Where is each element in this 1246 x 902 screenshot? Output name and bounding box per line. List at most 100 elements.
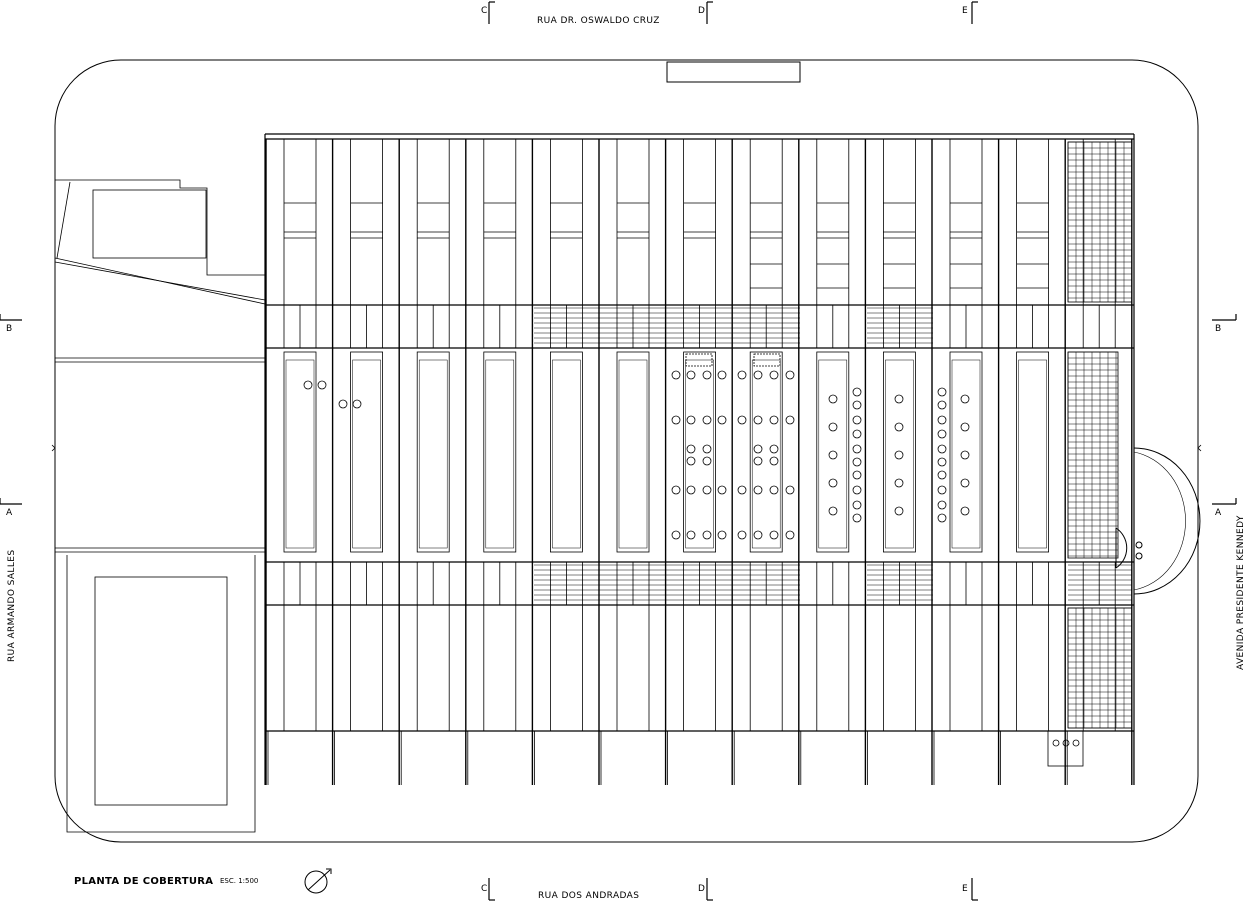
- column-circle: [829, 395, 837, 403]
- column-circle: [738, 486, 746, 494]
- column-circle: [754, 531, 762, 539]
- skylight-outer: [417, 352, 449, 552]
- skylight-inner: [1019, 360, 1047, 548]
- skylight-outer: [484, 352, 516, 552]
- column-circle: [770, 445, 778, 453]
- column-circle: [938, 471, 946, 479]
- column-circle: [703, 531, 711, 539]
- column-circle: [770, 531, 778, 539]
- semicircle-pavilion: [1116, 448, 1200, 594]
- column-circle: [938, 514, 946, 522]
- column-circle: [703, 486, 711, 494]
- column-circle: [895, 395, 903, 403]
- skylight-inner: [819, 360, 847, 548]
- column-circle: [961, 479, 969, 487]
- column-circle: [938, 416, 946, 424]
- section-mark-b-left: B: [6, 324, 12, 334]
- column-circle: [687, 457, 695, 465]
- column-circle: [703, 457, 711, 465]
- structural-bays: [266, 139, 1134, 785]
- column-circle: [961, 507, 969, 515]
- column-circle: [853, 416, 861, 424]
- column-circle: [718, 531, 726, 539]
- column-circle: [718, 371, 726, 379]
- skylight-inner: [885, 360, 913, 548]
- skylight-inner: [419, 360, 447, 548]
- column-circle: [754, 371, 762, 379]
- column-circle: [687, 445, 695, 453]
- column-circle: [304, 381, 312, 389]
- column-circle: [687, 416, 695, 424]
- column-circle: [786, 486, 794, 494]
- column-circle: [703, 416, 711, 424]
- column-circle: [938, 501, 946, 509]
- skylight-outer: [950, 352, 982, 552]
- column-circle: [853, 514, 861, 522]
- column-circles: [304, 354, 969, 539]
- north-arrow-icon: [305, 869, 331, 893]
- grid-panels: [1068, 142, 1132, 728]
- drawing-title: PLANTA DE COBERTURA: [74, 876, 213, 887]
- column-circle: [895, 507, 903, 515]
- column-circle: [703, 371, 711, 379]
- column-circle: [961, 451, 969, 459]
- column-circle: [829, 423, 837, 431]
- skylight-inner: [952, 360, 980, 548]
- column-circle: [770, 371, 778, 379]
- grid-panel: [1068, 352, 1118, 558]
- section-mark-a-right: A: [1215, 508, 1221, 518]
- street-right: AVENIDA PRESIDENTE KENNEDY: [1236, 515, 1246, 670]
- drawing-scale: ESC. 1:500: [220, 877, 258, 885]
- section-mark-e-top: E: [962, 6, 968, 16]
- column-circle: [829, 451, 837, 459]
- column-circle: [853, 388, 861, 396]
- column-circle: [895, 451, 903, 459]
- section-mark-a-left: A: [6, 508, 12, 518]
- column-circle: [339, 400, 347, 408]
- column-circle: [718, 416, 726, 424]
- top-entrance: [667, 62, 800, 82]
- column-circle: [687, 531, 695, 539]
- section-mark-c-bottom: C: [481, 884, 487, 894]
- column-circle: [672, 416, 680, 424]
- section-mark-c-top: C: [481, 6, 487, 16]
- column-circle: [853, 471, 861, 479]
- column-circle: [718, 486, 726, 494]
- site-boundary: [55, 60, 1198, 842]
- column-circle: [853, 445, 861, 453]
- column-circle: [829, 507, 837, 515]
- skylight-inner: [552, 360, 580, 548]
- column-circle: [853, 501, 861, 509]
- column-circle: [938, 401, 946, 409]
- column-circle: [687, 486, 695, 494]
- column-circle: [938, 486, 946, 494]
- street-top: RUA DR. OSWALDO CRUZ: [537, 16, 660, 26]
- skylight-outer: [550, 352, 582, 552]
- column-circle: [938, 458, 946, 466]
- street-left: RUA ARMANDO SALLES: [7, 550, 17, 662]
- column-circle: [672, 371, 680, 379]
- column-circle: [853, 486, 861, 494]
- section-mark-d-bottom: D: [698, 884, 705, 894]
- column-circle: [770, 416, 778, 424]
- skylight-inner: [752, 360, 780, 548]
- skylight-inner: [353, 360, 381, 548]
- column-circle: [738, 531, 746, 539]
- left-annex: [55, 180, 265, 832]
- column-circle: [754, 486, 762, 494]
- street-bottom: RUA DOS ANDRADAS: [538, 891, 639, 901]
- column-circle: [853, 458, 861, 466]
- column-circle: [786, 416, 794, 424]
- column-circle: [895, 423, 903, 431]
- column-circle: [318, 381, 326, 389]
- column-circle: [938, 445, 946, 453]
- column-circle: [672, 531, 680, 539]
- column-circle: [895, 479, 903, 487]
- column-circle: [961, 395, 969, 403]
- column-circle: [938, 388, 946, 396]
- column-circle: [353, 400, 361, 408]
- skylight-outer: [351, 352, 383, 552]
- column-circle: [829, 479, 837, 487]
